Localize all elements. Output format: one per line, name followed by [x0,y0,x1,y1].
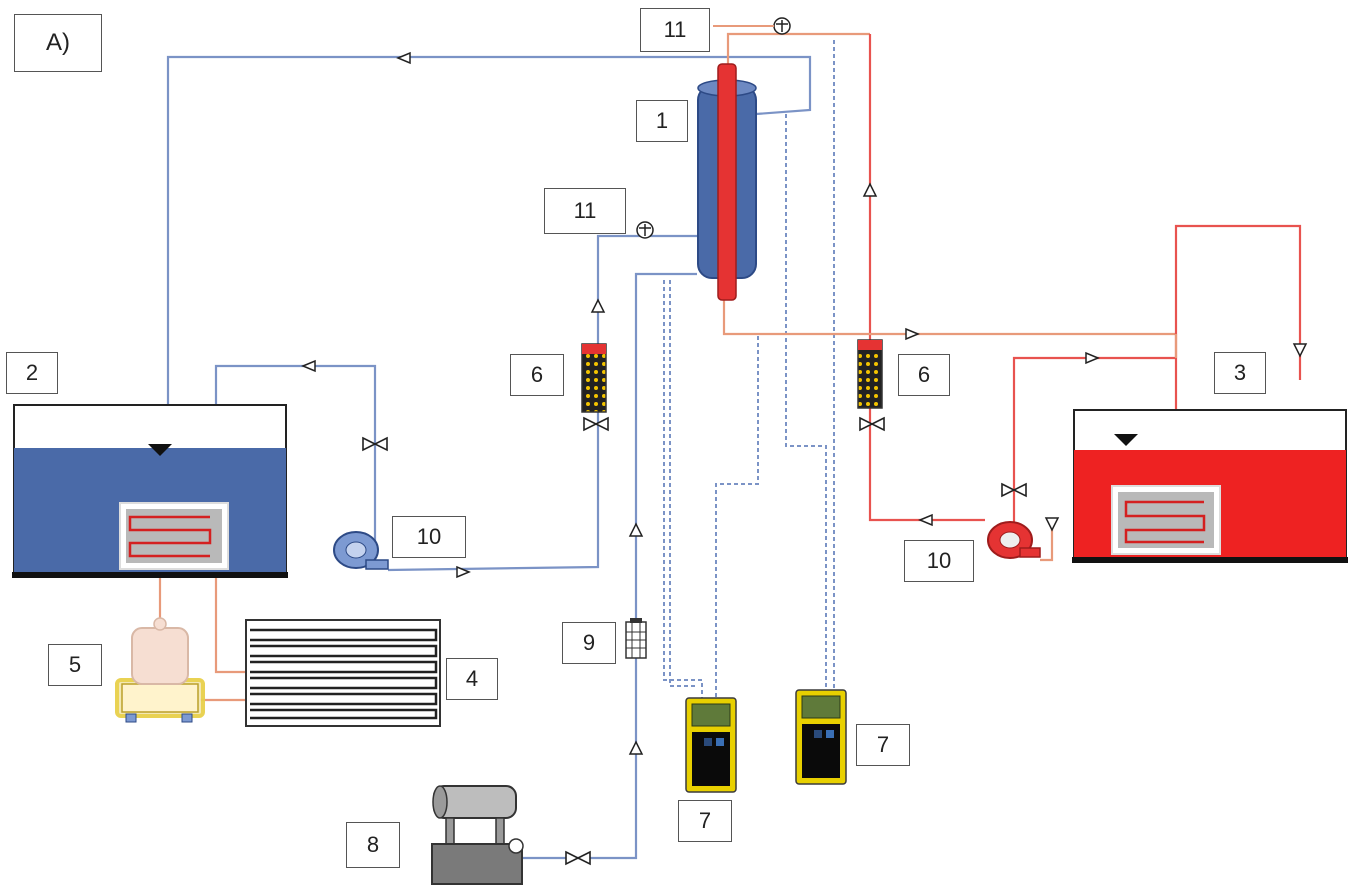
meter-right-icon [795,689,847,785]
label-meter-right: 7 [856,724,910,766]
hot-top-line [726,32,870,66]
valve-rotameter-cold [583,416,609,432]
tank-to-hx [214,578,246,674]
arrow-left-pump [918,513,933,527]
label-compressor: 5 [48,644,102,686]
arrow-up-vac-2 [628,740,644,755]
label-cold-tank: 2 [6,352,58,394]
gauge-mid-icon [636,221,654,239]
arrow-down-vent [1292,343,1308,358]
rotameter-hot [857,339,883,409]
hot-pump-return [1040,528,1054,562]
arrow-right-feed [456,565,471,579]
label-rotameter-cold: 6 [510,354,564,396]
hot-supply-line [868,34,985,522]
valve-hot-recirc [1001,482,1027,498]
label-pump-hot: 10 [904,540,974,582]
heat-exchanger [245,619,441,727]
cold-tank [12,404,288,578]
valve-vacuum [565,850,591,866]
label-hot-tank: 3 [1214,352,1266,394]
hot-return-line [722,300,1176,336]
arrow-left-recirc [301,359,316,373]
label-heat-exchanger: 4 [446,658,498,700]
cold-level-marker [148,444,172,456]
label-column: 1 [636,100,688,142]
hot-level-marker [1114,434,1138,446]
sensor-line-d [785,114,827,690]
arrow-down-pump [1044,517,1060,532]
valves [362,416,1027,866]
arrow-right-hot-return [905,327,920,341]
valve-cold-recirc [362,436,388,452]
panel-label: A) [14,14,102,72]
valve-rotameter-hot [859,416,885,432]
label-rotameter-hot: 6 [898,354,950,396]
gauge-top-icon [773,17,791,35]
arrow-up-hot [862,182,878,197]
flow-meter-icon [625,618,647,659]
arrow-left-top [396,51,411,65]
cold-recirc-line [214,364,377,545]
label-gauge-top: 11 [640,8,710,52]
cold-return-line [166,55,812,405]
arrow-right-recirc [1085,351,1100,365]
rotameter-cold [581,343,607,413]
hot-vent-line [1174,224,1302,410]
hot-recirc-line [1012,356,1176,525]
pump-cold-icon [333,531,389,570]
arrow-up-feed [590,298,606,313]
sensor-lines [663,40,835,700]
cold-heater-coil [128,515,212,558]
label-gauge-mid: 11 [544,188,626,234]
hot-tank [1072,409,1348,563]
compressor-icon [115,617,205,723]
meter-left-icon [685,697,737,793]
tank-hx-lines [158,578,246,702]
arrow-up-vac-1 [628,522,644,537]
membrane-column [697,63,757,301]
pump-hot-icon [987,521,1041,559]
label-flow-meter: 9 [562,622,616,664]
sensor-line-b [669,280,698,687]
sensor-line-a [663,280,703,700]
flow-arrows [301,51,1308,755]
label-meter-left: 7 [678,800,732,842]
label-pump-cold: 10 [392,516,466,558]
vacuum-pump-icon [431,785,524,885]
hot-heater-coil [1124,500,1206,544]
label-vacuum-pump: 8 [346,822,400,868]
sensor-line-c [715,336,759,700]
